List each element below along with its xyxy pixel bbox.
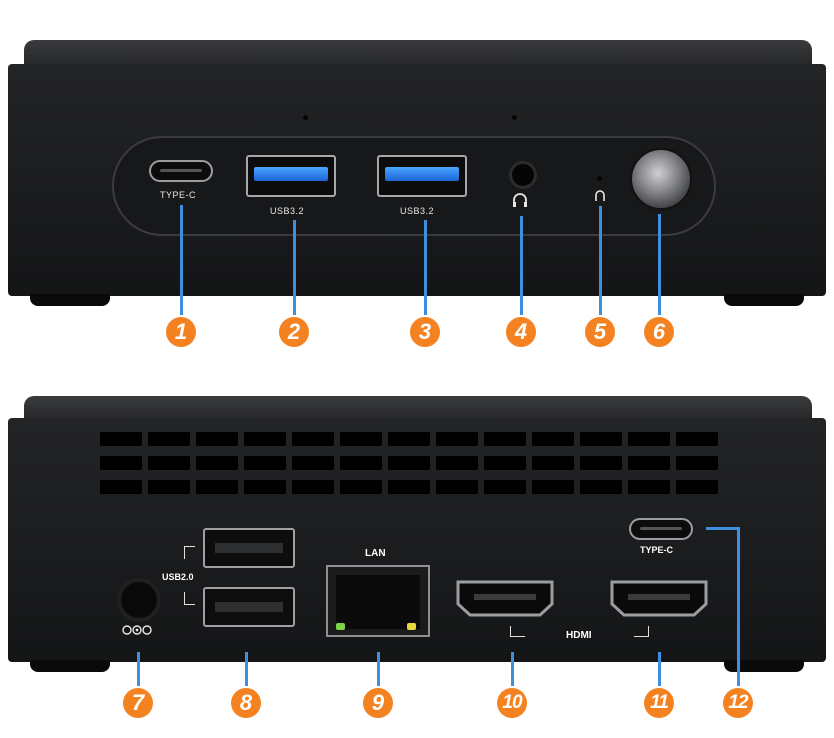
badge-4: 4 <box>506 317 536 347</box>
vent-slot <box>580 480 622 494</box>
hdmi-label: HDMI <box>566 630 592 641</box>
vent-slot <box>388 456 430 470</box>
vent-slot <box>100 432 142 446</box>
rear-typec-label: TYPE-C <box>640 545 674 555</box>
vent-slot <box>388 432 430 446</box>
vent-slot <box>484 456 526 470</box>
leader-12-horizontal <box>706 527 740 530</box>
vent-slot <box>388 480 430 494</box>
hdmi-port-1[interactable] <box>454 578 556 618</box>
vent-slot <box>580 432 622 446</box>
hdmi-port-2[interactable] <box>608 578 710 618</box>
usb2-bracket-bottom <box>184 592 195 605</box>
usb2-bracket-top <box>184 546 195 559</box>
vent-slot <box>532 456 574 470</box>
vent-slot <box>532 480 574 494</box>
vent-slot <box>244 480 286 494</box>
vent-slot <box>436 432 478 446</box>
hdmi-bracket-left <box>510 626 525 637</box>
rear-typec-port[interactable] <box>629 518 693 540</box>
headset-icon <box>513 193 527 207</box>
mic-hole-right <box>512 115 517 120</box>
badge-11: 11 <box>644 688 674 718</box>
reset-pinhole[interactable] <box>597 176 602 181</box>
leader-1 <box>180 205 183 315</box>
front-usb3-port-1[interactable] <box>246 155 336 197</box>
leader-3 <box>424 220 427 315</box>
dc-polarity-icon <box>122 625 152 635</box>
mic-hole-left <box>303 115 308 120</box>
badge-12: 12 <box>723 688 753 718</box>
vent-slot <box>676 432 718 446</box>
front-usb3-port-2[interactable] <box>377 155 467 197</box>
vent-slot <box>148 432 190 446</box>
rear-usb2-port-1[interactable] <box>203 528 295 568</box>
vent-slot <box>340 480 382 494</box>
badge-1: 1 <box>166 317 196 347</box>
front-typec-port[interactable] <box>149 160 213 182</box>
badge-9: 9 <box>363 688 393 718</box>
rear-foot-left <box>30 660 110 672</box>
leader-11 <box>658 652 661 686</box>
vent-slot <box>100 480 142 494</box>
rear-foot-right <box>724 660 804 672</box>
vent-slot <box>580 456 622 470</box>
usb2-label: USB2.0 <box>162 572 194 582</box>
leader-4 <box>520 216 523 315</box>
vent-slot <box>196 480 238 494</box>
vent-slot <box>628 480 670 494</box>
leader-2 <box>293 220 296 315</box>
badge-7: 7 <box>123 688 153 718</box>
front-foot-left <box>30 294 110 306</box>
vent-slot <box>148 480 190 494</box>
vent-slot <box>196 432 238 446</box>
vent-slot <box>628 456 670 470</box>
leader-8 <box>245 652 248 686</box>
vent-slot <box>628 432 670 446</box>
power-led-icon <box>595 190 605 201</box>
vent-grille <box>100 424 730 504</box>
leader-5 <box>599 206 602 315</box>
lan-label: LAN <box>365 548 386 559</box>
badge-5: 5 <box>585 317 615 347</box>
vent-slot <box>196 456 238 470</box>
front-foot-right <box>724 294 804 306</box>
badge-6: 6 <box>644 317 674 347</box>
vent-slot <box>436 456 478 470</box>
vent-slot <box>292 432 334 446</box>
vent-slot <box>292 480 334 494</box>
leader-7 <box>137 652 140 686</box>
vent-slot <box>676 456 718 470</box>
headphone-jack[interactable] <box>509 161 537 189</box>
front-usb3-label-2: USB3.2 <box>400 206 435 216</box>
leader-12-vertical <box>737 527 740 686</box>
leader-6 <box>658 214 661 315</box>
vent-slot <box>484 480 526 494</box>
rear-usb2-port-2[interactable] <box>203 587 295 627</box>
leader-9 <box>377 652 380 686</box>
power-button[interactable] <box>630 148 692 210</box>
vent-slot <box>244 456 286 470</box>
badge-10: 10 <box>497 688 527 718</box>
vent-slot <box>244 432 286 446</box>
vent-slot <box>148 456 190 470</box>
front-typec-label: TYPE-C <box>160 190 197 200</box>
front-usb3-label-1: USB3.2 <box>270 206 305 216</box>
vent-slot <box>484 432 526 446</box>
badge-8: 8 <box>231 688 261 718</box>
vent-slot <box>340 456 382 470</box>
vent-slot <box>436 480 478 494</box>
vent-slot <box>100 456 142 470</box>
vent-slot <box>532 432 574 446</box>
badge-3: 3 <box>410 317 440 347</box>
leader-10 <box>511 652 514 686</box>
vent-slot <box>340 432 382 446</box>
vent-slot <box>292 456 334 470</box>
hdmi-bracket-right <box>634 626 649 637</box>
dc-power-jack[interactable] <box>117 578 161 622</box>
lan-led-left <box>336 623 345 630</box>
lan-led-right <box>407 623 416 630</box>
badge-2: 2 <box>279 317 309 347</box>
vent-slot <box>676 480 718 494</box>
